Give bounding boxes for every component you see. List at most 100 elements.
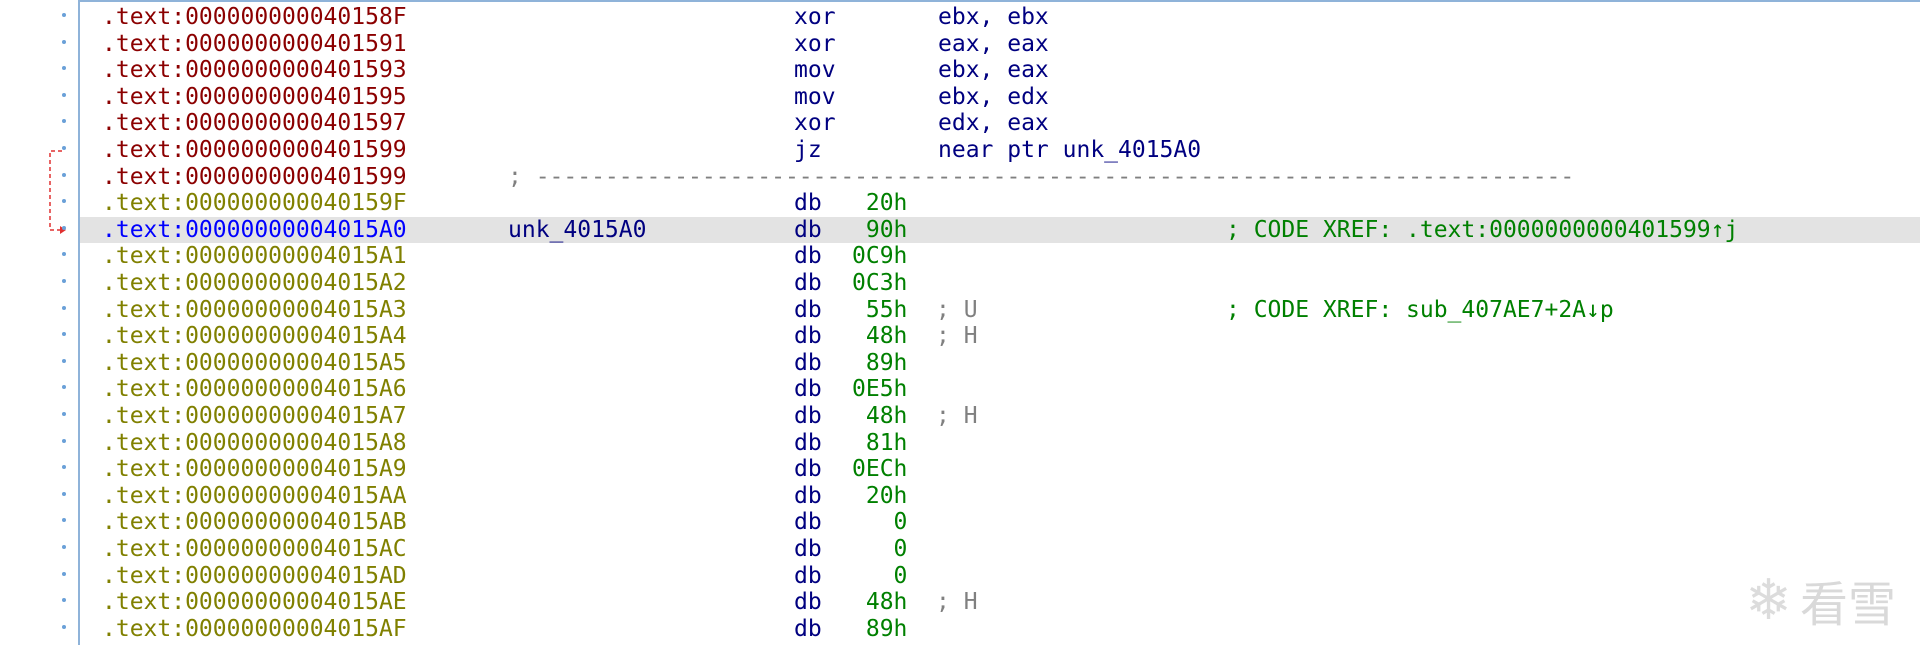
line-address[interactable]: .text:00000000004015AC xyxy=(102,536,407,562)
line-address[interactable]: .text:000000000040158F xyxy=(102,4,407,30)
line-address[interactable]: .text:00000000004015AF xyxy=(102,615,407,642)
instruction-operands[interactable]: ebx, ebx xyxy=(938,4,1049,30)
line-address[interactable]: .text:000000000040159F xyxy=(102,190,407,217)
data-directive[interactable]: db xyxy=(794,562,822,589)
line-address[interactable]: .text:00000000004015A8 xyxy=(102,429,407,456)
line-address[interactable]: .text:00000000004015A0 xyxy=(102,216,407,243)
listing-line[interactable]: .text:00000000004015AD db 0 xyxy=(80,563,1920,590)
instruction-mnemonic[interactable]: xor xyxy=(794,30,836,57)
data-value[interactable]: 81h xyxy=(852,429,908,456)
data-value[interactable]: 48h xyxy=(852,323,908,350)
line-address[interactable]: .text:00000000004015AA xyxy=(102,482,407,509)
data-directive[interactable]: db xyxy=(794,403,822,429)
listing-line[interactable]: .text:0000000000401593 mov ebx, eax xyxy=(80,57,1920,84)
data-value[interactable]: 20h xyxy=(852,482,908,509)
line-address[interactable]: .text:0000000000401597 xyxy=(102,110,407,137)
listing-line[interactable]: .text:00000000004015A5 db 89h xyxy=(80,350,1920,377)
listing-line[interactable]: .text:00000000004015A0 unk_4015A0 db 90h ; … xyxy=(80,216,1920,244)
data-directive[interactable]: db xyxy=(794,190,822,217)
line-address[interactable]: .text:00000000004015AE xyxy=(102,589,407,616)
line-address[interactable]: .text:0000000000401599 xyxy=(102,163,407,190)
line-address[interactable]: .text:00000000004015AB xyxy=(102,509,407,536)
line-address[interactable]: .text:0000000000401599 xyxy=(102,137,407,163)
data-directive[interactable]: db xyxy=(794,270,822,296)
data-directive[interactable]: db xyxy=(794,296,822,323)
data-value[interactable]: 0C3h xyxy=(852,270,908,296)
listing-line[interactable]: .text:0000000000401591 xor eax, eax xyxy=(80,31,1920,58)
line-marker-dot xyxy=(62,13,66,17)
line-marker-dot xyxy=(62,279,66,283)
line-address[interactable]: .text:00000000004015A7 xyxy=(102,403,407,429)
data-directive[interactable]: db xyxy=(794,509,822,536)
line-address[interactable]: .text:00000000004015A9 xyxy=(102,456,407,483)
instruction-operands[interactable]: edx, eax xyxy=(938,110,1049,137)
data-value[interactable]: 48h xyxy=(852,589,908,616)
listing-line[interactable]: .text:0000000000401595 mov ebx, edx xyxy=(80,84,1920,111)
line-address[interactable]: .text:00000000004015A1 xyxy=(102,243,407,270)
data-directive[interactable]: db xyxy=(794,243,822,270)
data-value[interactable]: 89h xyxy=(852,615,908,642)
line-address[interactable]: .text:00000000004015A6 xyxy=(102,376,407,403)
data-directive[interactable]: db xyxy=(794,323,822,350)
listing-line[interactable]: .text:00000000004015AC db 0 xyxy=(80,536,1920,563)
instruction-mnemonic[interactable]: jz xyxy=(794,137,822,163)
instruction-operands[interactable]: eax, eax xyxy=(938,30,1049,57)
data-directive[interactable]: db xyxy=(794,349,822,376)
line-address[interactable]: .text:0000000000401593 xyxy=(102,57,407,84)
listing-line[interactable]: .text:0000000000401599; ----------------… xyxy=(80,164,1920,191)
data-directive[interactable]: db xyxy=(794,216,822,243)
line-address[interactable]: .text:0000000000401591 xyxy=(102,30,407,57)
data-value[interactable]: 0C9h xyxy=(852,243,908,270)
listing-line[interactable]: .text:00000000004015AB db 0 xyxy=(80,509,1920,536)
listing-line[interactable]: .text:00000000004015A6 db 0E5h xyxy=(80,376,1920,403)
listing-line[interactable]: .text:00000000004015A8 db 81h xyxy=(80,430,1920,457)
data-value[interactable]: 55h xyxy=(852,296,908,323)
data-value[interactable]: 0E5h xyxy=(852,376,908,403)
line-address[interactable]: .text:00000000004015A4 xyxy=(102,323,407,350)
data-value[interactable]: 89h xyxy=(852,349,908,376)
line-address[interactable]: .text:00000000004015AD xyxy=(102,562,407,589)
line-address[interactable]: .text:0000000000401595 xyxy=(102,83,407,110)
listing-line[interactable]: .text:00000000004015A9 db 0ECh xyxy=(80,456,1920,483)
data-directive[interactable]: db xyxy=(794,482,822,509)
data-directive[interactable]: db xyxy=(794,429,822,456)
data-directive[interactable]: db xyxy=(794,589,822,616)
data-directive[interactable]: db xyxy=(794,456,822,483)
instruction-mnemonic[interactable]: mov xyxy=(794,83,836,110)
data-value[interactable]: 90h xyxy=(852,216,908,243)
line-label[interactable]: unk_4015A0 xyxy=(508,216,647,243)
instruction-mnemonic[interactable]: xor xyxy=(794,110,836,137)
data-value[interactable]: 20h xyxy=(852,190,908,217)
listing-line[interactable]: .text:000000000040159F db 20h xyxy=(80,190,1920,217)
listing-line[interactable]: .text:000000000040158F xor ebx, ebx xyxy=(80,4,1920,31)
instruction-mnemonic[interactable]: mov xyxy=(794,57,836,84)
data-value[interactable]: 0 xyxy=(852,536,908,562)
listing-line[interactable]: .text:00000000004015A2 db 0C3h xyxy=(80,270,1920,297)
data-value[interactable]: 0 xyxy=(852,509,908,536)
instruction-mnemonic[interactable]: xor xyxy=(794,4,836,30)
listing-line[interactable]: .text:00000000004015A1 db 0C9h xyxy=(80,243,1920,270)
line-address[interactable]: .text:00000000004015A2 xyxy=(102,270,407,296)
instruction-operands[interactable]: ebx, eax xyxy=(938,57,1049,84)
listing-line[interactable]: .text:00000000004015AA db 20h xyxy=(80,483,1920,510)
listing-line[interactable]: .text:00000000004015AF db 89h xyxy=(80,616,1920,643)
data-value[interactable]: 48h xyxy=(852,403,908,429)
code-xref-comment[interactable]: ; CODE XREF: sub_407AE7+2A↓p xyxy=(1226,296,1614,323)
data-directive[interactable]: db xyxy=(794,536,822,562)
data-directive[interactable]: db xyxy=(794,615,822,642)
listing-line[interactable]: .text:0000000000401597 xor edx, eax xyxy=(80,110,1920,137)
instruction-operands[interactable]: ebx, edx xyxy=(938,83,1049,110)
data-value[interactable]: 0ECh xyxy=(852,456,908,483)
line-address[interactable]: .text:00000000004015A5 xyxy=(102,349,407,376)
listing-line[interactable]: .text:0000000000401599 jz near ptr unk_401… xyxy=(80,137,1920,164)
data-value[interactable]: 0 xyxy=(852,562,908,589)
code-xref-comment[interactable]: ; CODE XREF: .text:0000000000401599↑j xyxy=(1226,216,1739,243)
instruction-operands[interactable]: near ptr unk_4015A0 xyxy=(938,137,1202,163)
line-address[interactable]: .text:00000000004015A3 xyxy=(102,296,407,323)
data-directive[interactable]: db xyxy=(794,376,822,403)
